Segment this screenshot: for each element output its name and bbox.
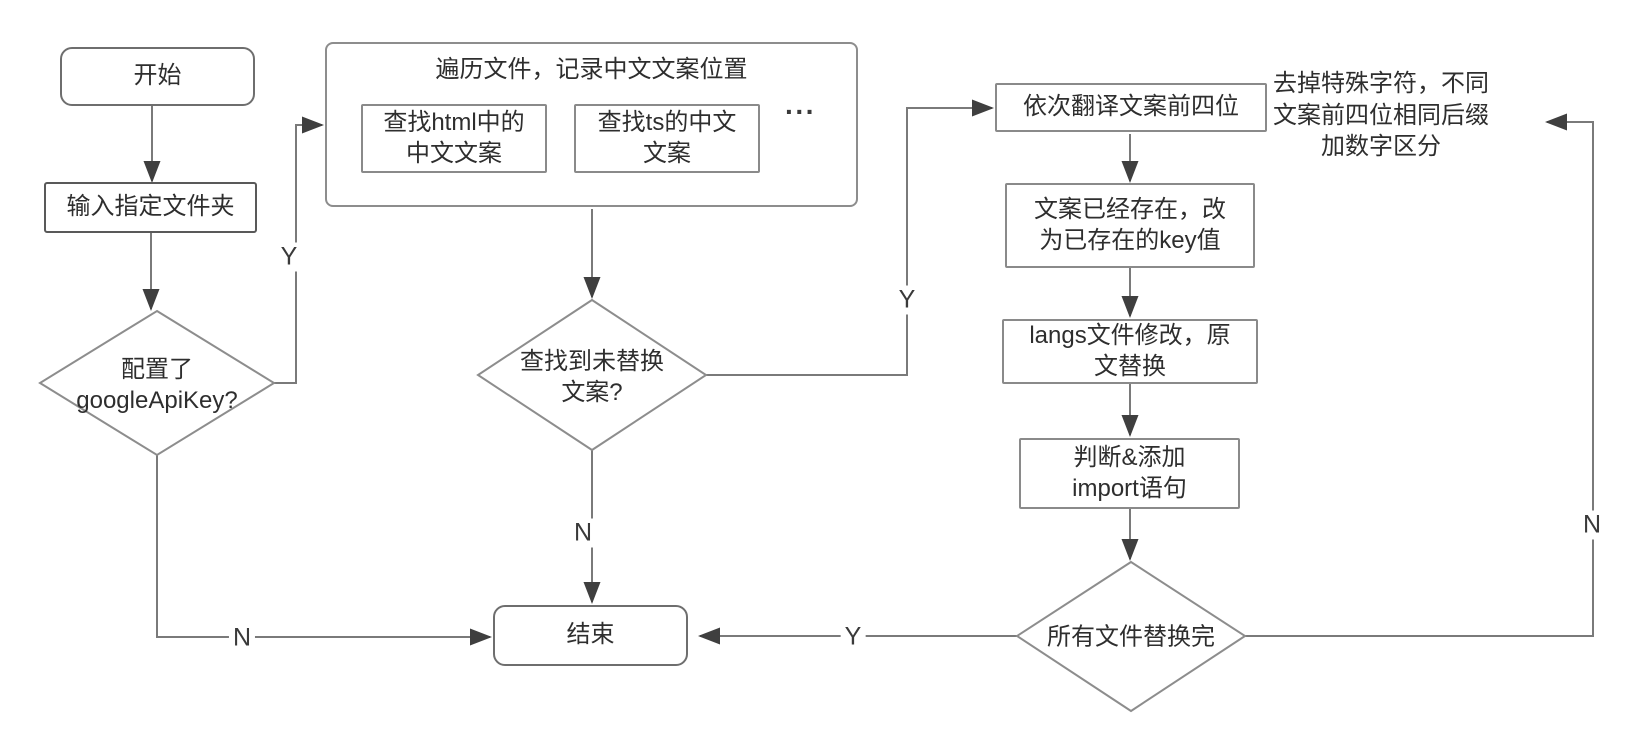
apikey-decision-line1: 配置了 [121,355,193,383]
traverse-group-title: 遍历文件，记录中文文案位置 [435,56,748,83]
edge-found-yes-to-translate [706,99,994,376]
text-exists-line2: 为已存在的key值 [1039,226,1221,254]
find-ts-line2: 文案 [643,139,691,167]
find-html-line1: 查找html中的 [383,108,525,136]
apikey-decision-diamond [38,309,276,457]
edge-apikey-no-to-end [156,455,492,646]
found-decision-line2: 文案? [561,379,623,406]
apikey-decision-label: 配置了 googleApiKey? [76,354,237,416]
find-ts-node: 查找ts的中文 文案 [574,104,760,173]
input-folder-node: 输入指定文件夹 [44,182,257,233]
found-decision-diamond [476,298,708,452]
text-exists-node: 文案已经存在，改 为已存在的key值 [1005,183,1255,268]
start-node: 开始 [60,47,255,106]
text-exists-line1: 文案已经存在，改 [1034,195,1226,223]
langs-modify-node: langs文件修改，原 文替换 [1002,319,1258,384]
translate-first4-node: 依次翻译文案前四位 [995,83,1267,132]
find-ts-line1: 查找ts的中文 [597,108,737,136]
found-decision-label: 查找到未替换 文案? [520,346,664,408]
edge-label-all-replaced-no: N [1578,510,1606,540]
dedupe-note-line3: 加数字区分 [1321,133,1441,161]
edge-label-apikey-yes: Y [276,242,302,272]
dedupe-note-line2: 文案前四位相同后缀 [1273,101,1489,129]
edge-alldone-no-loop-to-translate [1245,113,1594,637]
add-import-line1: 判断&添加 [1073,443,1186,471]
langs-modify-line1: langs文件修改，原 [1029,321,1231,349]
all-replaced-decision-diamond [1015,560,1247,713]
dedupe-note-line1: 去掉特殊字符，不同 [1273,70,1489,97]
add-import-node: 判断&添加 import语句 [1019,438,1240,509]
translate-first4-label: 依次翻译文案前四位 [1023,93,1239,121]
end-node: 结束 [493,605,688,666]
edge-label-all-replaced-yes: Y [840,622,866,652]
edge-label-apikey-no: N [228,623,256,653]
find-html-node: 查找html中的 中文文案 [361,104,547,173]
dedupe-note: 去掉特殊字符，不同 文案前四位相同后缀 加数字区分 [1258,68,1504,163]
all-replaced-decision-label: 所有文件替换完 [1047,623,1215,651]
find-html-line2: 中文文案 [406,139,502,167]
input-folder-label: 输入指定文件夹 [66,193,235,221]
found-decision-line1: 查找到未替换 [520,347,664,375]
apikey-decision-line2: googleApiKey? [76,387,238,414]
more-items-label: ··· [785,96,816,127]
end-label: 结束 [566,621,615,649]
start-label: 开始 [133,62,182,90]
edge-label-found-yes: Y [894,285,920,315]
add-import-line2: import语句 [1072,474,1187,502]
edge-label-found-no: N [569,518,597,548]
langs-modify-line2: 文替换 [1094,352,1166,380]
